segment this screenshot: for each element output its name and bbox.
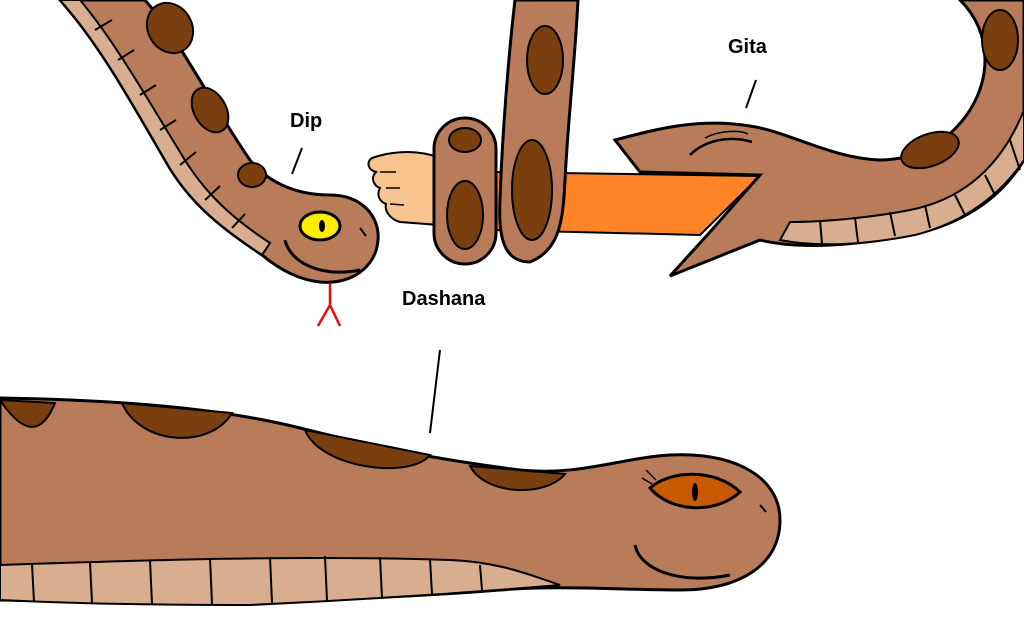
dip-mouth [283,239,361,274]
gita-snake [612,0,1024,278]
dashana-eyelashes [641,469,657,485]
dashana-snake [0,396,782,607]
dashana-spot [0,398,57,428]
dip-spot [145,1,195,55]
dashana-pupil [692,483,698,501]
dashana-spot [303,428,432,470]
coil-spot [446,180,484,250]
gita-belly-lines [819,139,1021,245]
dip-snake [57,0,380,327]
dashana-nostril [759,504,767,513]
hand [367,151,441,227]
gita-spot [900,130,960,170]
gita-eyelash [704,130,749,139]
gita-spot [981,9,1019,71]
coil-left [432,116,498,266]
coil-spot [511,139,553,241]
dip-belly-lines [94,19,246,229]
dashana-belly [0,556,561,607]
dashana-spot [468,464,568,492]
dashana-pointer-line [429,349,441,434]
dip-pupil [319,220,325,232]
dip-spot [190,86,230,134]
dip-pointer-line [291,147,303,175]
gita-label: Gita [728,36,767,58]
coil-spot [448,127,482,153]
coil-spot [526,25,564,95]
dashana-label: Dashana [402,288,486,310]
dip-nostril [359,227,367,237]
dip-label: Dip [290,110,323,132]
dashana-belly-lines [31,555,483,605]
coil-right [498,0,580,264]
dip-spot [237,162,267,188]
dip-tongue [316,284,342,327]
dashana-mouth [633,544,731,580]
dashana-spot [120,401,234,439]
gita-eye [689,137,753,156]
gita-pointer-line [745,79,757,109]
